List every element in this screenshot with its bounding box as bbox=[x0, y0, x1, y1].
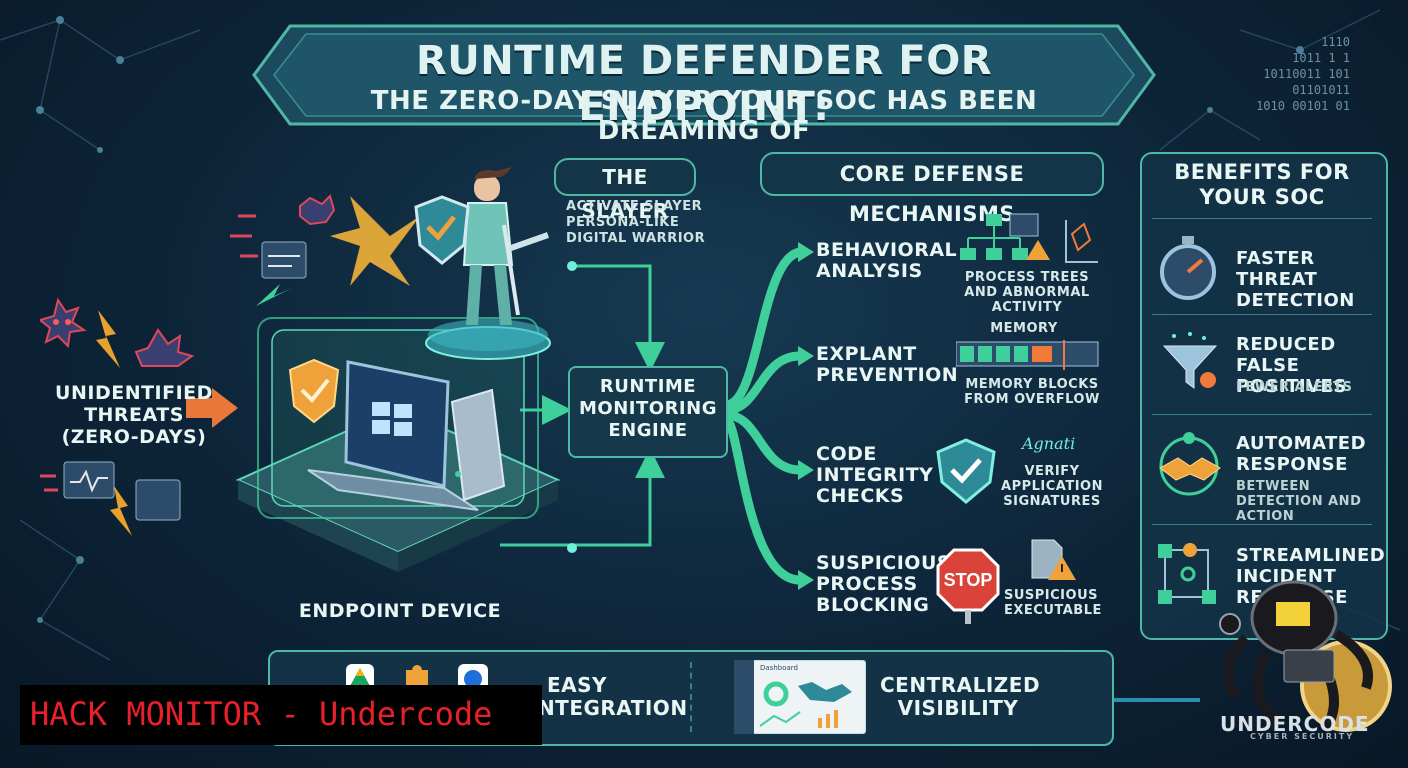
integrity-caption: VERIFY APPLICATION SIGNATURES bbox=[1001, 464, 1103, 509]
endpoint-device bbox=[235, 317, 561, 572]
blocking-caption: SUSPICIOUS EXECUTABLE bbox=[1004, 588, 1102, 618]
process-tree-icon bbox=[960, 213, 1098, 263]
benefit-automated-sub: BETWEEN DETECTION AND ACTION bbox=[1236, 479, 1362, 524]
undercode-mascot bbox=[1219, 580, 1392, 732]
slayer-warrior-figure bbox=[414, 167, 551, 360]
threats-label: UNIDENTIFIED THREATS (ZERO-DAYS) bbox=[55, 382, 213, 448]
benefits-divider bbox=[1152, 314, 1372, 315]
svg-text:STOP: STOP bbox=[944, 570, 993, 590]
page-title: RUNTIME DEFENDER FOR ENDPOINT: bbox=[415, 38, 992, 130]
stop-sign-icon: STOP bbox=[936, 548, 1000, 624]
benefits-divider bbox=[1152, 414, 1372, 415]
title-banner bbox=[252, 24, 1156, 126]
benefits-panel bbox=[1140, 152, 1388, 640]
undercode-brand: UNDERCODE bbox=[1220, 712, 1370, 736]
dashboard-thumbnail: Dashboard bbox=[734, 660, 866, 734]
easy-integration-label: EASY INTEGRATION bbox=[530, 673, 688, 720]
slayer-description: ACTIVATE SLAYER PERSONA-LIKE DIGITAL WAR… bbox=[566, 199, 706, 246]
slayer-label: THE SLAYER bbox=[554, 158, 696, 223]
threat-malware-icons bbox=[40, 297, 195, 368]
filter-funnel-icon bbox=[1162, 332, 1218, 389]
centralized-visibility-label: CENTRALIZED VISIBILITY bbox=[880, 673, 1041, 720]
benefit-reduced-false-positives: REDUCED FALSE POSITIVES bbox=[1236, 334, 1347, 397]
threat-window-icons bbox=[40, 461, 181, 536]
benefit-faster-detection: FASTER THREAT DETECTION bbox=[1236, 248, 1355, 311]
signature-icon: Agnati bbox=[1022, 434, 1076, 453]
page-subtitle: THE ZERO-DAY SLAYER YOUR SOC HAS BEEN DR… bbox=[370, 86, 1038, 146]
hack-monitor-text: HACK MONITOR - Undercode bbox=[30, 695, 493, 733]
runtime-engine-label: RUNTIME MONITORING ENGINE bbox=[579, 376, 717, 441]
benefits-divider bbox=[1152, 524, 1372, 525]
hack-monitor-banner bbox=[20, 685, 542, 745]
endpoint-label: ENDPOINT DEVICE bbox=[298, 600, 502, 622]
svg-text:Dashboard: Dashboard bbox=[760, 664, 798, 672]
mechanism-behavioral-analysis: BEHAVIORAL ANALYSIS bbox=[816, 239, 958, 282]
workflow-icon bbox=[1158, 543, 1216, 604]
mechanism-suspicious-blocking: SUSPICIOUS PROCESS BLOCKING bbox=[816, 552, 952, 616]
runtime-engine-box bbox=[568, 366, 728, 458]
explant-caption: MEMORY BLOCKS FROM OVERFLOW bbox=[964, 377, 1100, 407]
attack-icons bbox=[230, 194, 420, 306]
undercode-brand-sub: CYBER SECURITY bbox=[1250, 732, 1355, 741]
behavioral-caption: PROCESS TREES AND ABNORMAL ACTIVITY bbox=[964, 270, 1090, 315]
core-mechanisms-title: CORE DEFENSE MECHANISMS bbox=[760, 152, 1104, 226]
handshake-icon bbox=[1159, 432, 1221, 496]
memory-bar-icon bbox=[956, 340, 1099, 370]
bottom-divider bbox=[690, 662, 692, 732]
benefit-automated-response: AUTOMATED RESPONSE bbox=[1236, 433, 1367, 475]
stopwatch-icon bbox=[1160, 236, 1216, 300]
benefits-title: BENEFITS FOR YOUR SOC bbox=[1174, 160, 1350, 209]
suspicious-file-icon bbox=[1031, 539, 1076, 580]
integrity-shield-icon bbox=[936, 438, 996, 504]
mechanism-explant-prevention: EXPLANT PREVENTION bbox=[816, 343, 959, 386]
memory-label: MEMORY bbox=[990, 321, 1058, 336]
mechanism-code-integrity: CODE INTEGRITY CHECKS bbox=[816, 443, 934, 507]
benefit-reduced-sub: FEWER ALERTS bbox=[1236, 380, 1353, 395]
benefits-divider bbox=[1152, 218, 1372, 219]
